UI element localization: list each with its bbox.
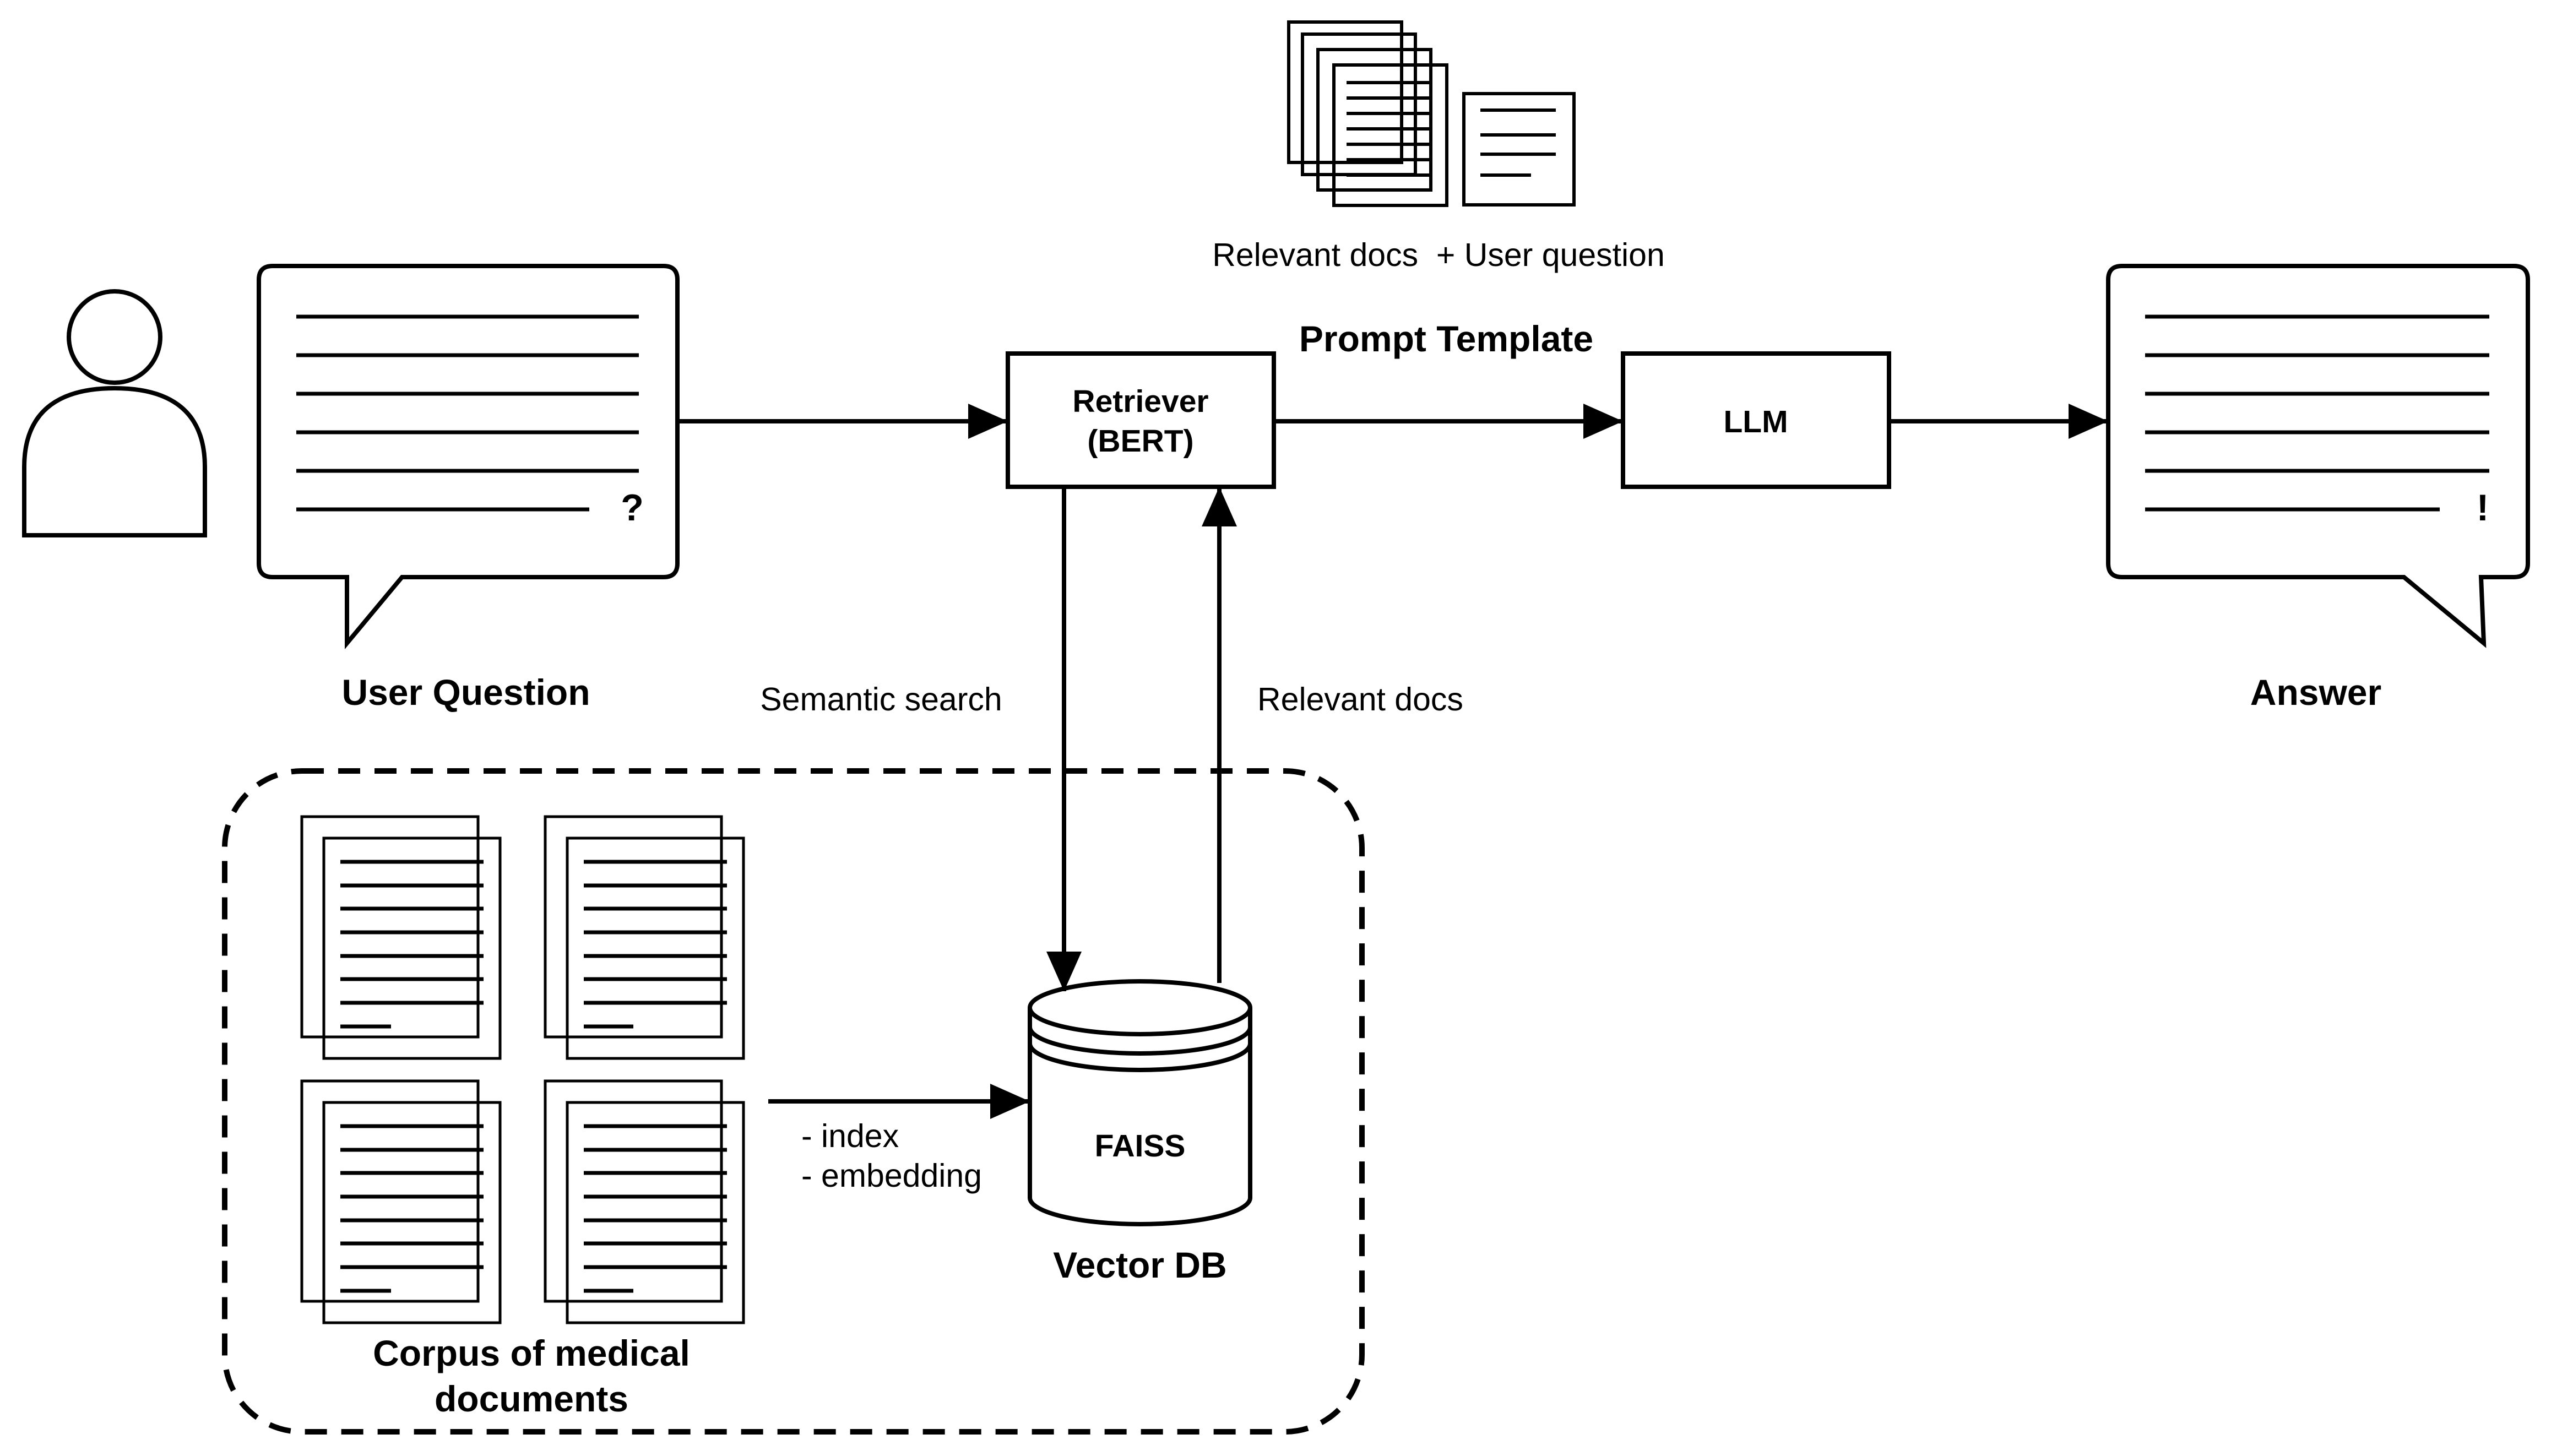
document-stack-icon [300,1079,502,1324]
user-question-bubble: ? [257,264,680,650]
semantic-search-label: Semantic search [760,681,1002,718]
speech-bubble-icon [257,264,680,650]
llm-label: LLM [1723,404,1788,439]
retriever-model-label: (BERT) [1087,423,1193,459]
vector-db-label: Vector DB [1053,1245,1226,1285]
speech-bubble-icon [2106,264,2530,648]
document-stack-icon [300,815,502,1060]
embedding-label: - embedding [801,1158,982,1194]
user-question-label: User Question [341,672,590,713]
answer-text-lines [2145,314,2489,512]
prompt-docs-caption: Relevant docs + User question [1212,237,1665,273]
document-stack-icon [544,815,745,1060]
question-text-lines [296,314,639,512]
llm-node: LLM [1621,351,1891,489]
retriever-node: Retriever (BERT) [1006,351,1276,489]
document-stack-icon [1287,20,1448,207]
prompt-template-label: Prompt Template [1299,318,1593,359]
retriever-label: Retriever [1072,384,1208,419]
question-mark-glyph: ? [621,487,644,529]
indexing-group-boundary [222,768,1365,1435]
user-icon [22,289,207,537]
corpus-documents [300,815,745,1324]
relevant-docs-label: Relevant docs [1257,681,1463,718]
index-label: - index [801,1118,899,1154]
document-icon [1462,92,1576,207]
answer-bubble: ! [2106,264,2530,648]
corpus-label-line1: Corpus of medical [373,1333,690,1373]
database-icon: FAISS [1028,979,1252,1226]
faiss-label: FAISS [1095,1128,1186,1164]
corpus-label-line2: documents [435,1378,628,1419]
exclamation-glyph: ! [2477,487,2489,529]
answer-label: Answer [2250,672,2381,713]
document-stack-icon [544,1079,745,1324]
